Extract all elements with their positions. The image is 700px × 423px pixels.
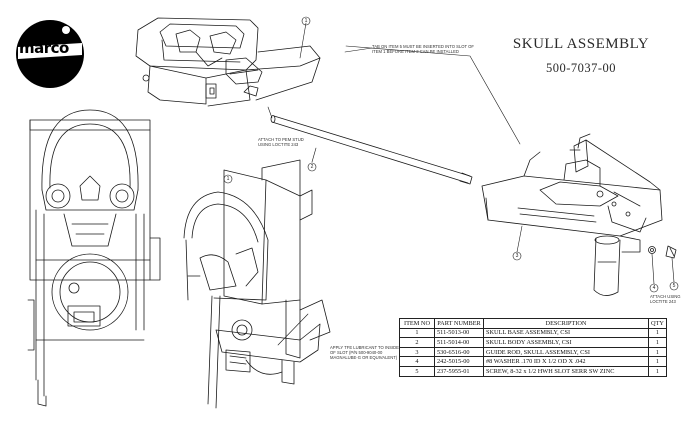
front-view	[27, 109, 161, 407]
note-slot-tab: TAB ON ITEM 5 MUST BE INSERTED INTO SLOT…	[372, 44, 474, 54]
bom-part: 511-5013-00	[434, 327, 484, 339]
bom-row: 4 242-5015-00 #8 WASHER .170 ID X 1/2 OD…	[399, 356, 667, 367]
bom-description: SKULL BODY ASSEMBLY, CSI	[483, 337, 649, 348]
bom-qty: 1	[648, 327, 667, 339]
top-assembly-view	[135, 17, 321, 107]
note-lubricant: APPLY TFE LUBRICANT TO INSIDE OF SLOT (P…	[330, 345, 399, 360]
bom-description: SKULL BASE ASSEMBLY, CSI	[483, 327, 649, 339]
balloon-label: 2	[310, 164, 314, 170]
bom-part: 530-6516-00	[434, 346, 484, 358]
bill-of-materials: ITEM NO PART NUMBER DESCRIPTION QTY 1 51…	[399, 318, 667, 377]
isometric-view	[183, 159, 331, 409]
part-number-title: 500-7037-00	[545, 61, 617, 75]
balloon-label: 1	[304, 18, 308, 24]
logo-wordmark: marco	[19, 39, 69, 57]
item-balloons	[223, 16, 679, 293]
balloon-label: 3	[515, 253, 519, 259]
bom-item: 5	[399, 365, 435, 377]
bom-header-part: PART NUMBER	[434, 318, 484, 329]
bom-row: 5 237-5955-01 SCREW, 8-32 x 1/2 HWH SLOT…	[399, 365, 667, 377]
bom-description: #8 WASHER .170 ID X 1/2 OD X .042	[483, 356, 649, 367]
bom-row: 1 511-5013-00 SKULL BASE ASSEMBLY, CSI 1	[399, 327, 667, 339]
drawing-title: SKULL ASSEMBLY	[512, 36, 650, 52]
bom-header-description: DESCRIPTION	[483, 318, 649, 329]
bom-header-qty: QTY	[648, 318, 667, 329]
bom-item: 2	[399, 337, 435, 348]
bom-part: 511-5014-00	[434, 337, 484, 348]
bom-row: 2 511-5014-00 SKULL BODY ASSEMBLY, CSI 1	[399, 337, 667, 348]
bom-description: SCREW, 8-32 x 1/2 HWH SLOT SERR SW ZINC	[483, 365, 649, 377]
note-pem-stud: ATTACH TO PEM STUD USING LOCTITE 243	[258, 137, 304, 147]
bom-qty: 1	[648, 356, 667, 367]
bom-item: 3	[399, 346, 435, 358]
bom-qty: 1	[648, 365, 667, 377]
bom-qty: 1	[648, 346, 667, 358]
bom-qty: 1	[648, 337, 667, 348]
bom-item: 1	[399, 327, 435, 339]
bom-row: 3 530-6516-00 GUIDE ROD, SKULL ASSEMBLY,…	[399, 346, 667, 358]
bom-description: GUIDE ROD, SKULL ASSEMBLY, CSI	[483, 346, 649, 358]
leader-lines	[267, 22, 675, 346]
balloon-label: 5	[672, 283, 676, 289]
note-loctite: ATTACH USING LOCTITE 243	[650, 294, 681, 304]
guide-rod	[270, 115, 473, 185]
balloon-label: 1	[226, 176, 230, 182]
right-assembly-view	[481, 133, 677, 296]
balloon-label: 4	[652, 285, 656, 291]
bom-part: 242-5015-00	[434, 356, 484, 367]
bom-part: 237-5955-01	[434, 365, 484, 377]
bom-header-item: ITEM NO	[399, 318, 435, 329]
bom-item: 4	[399, 356, 435, 367]
marco-logo	[16, 20, 84, 88]
bom-header-row: ITEM NO PART NUMBER DESCRIPTION QTY	[399, 318, 667, 329]
